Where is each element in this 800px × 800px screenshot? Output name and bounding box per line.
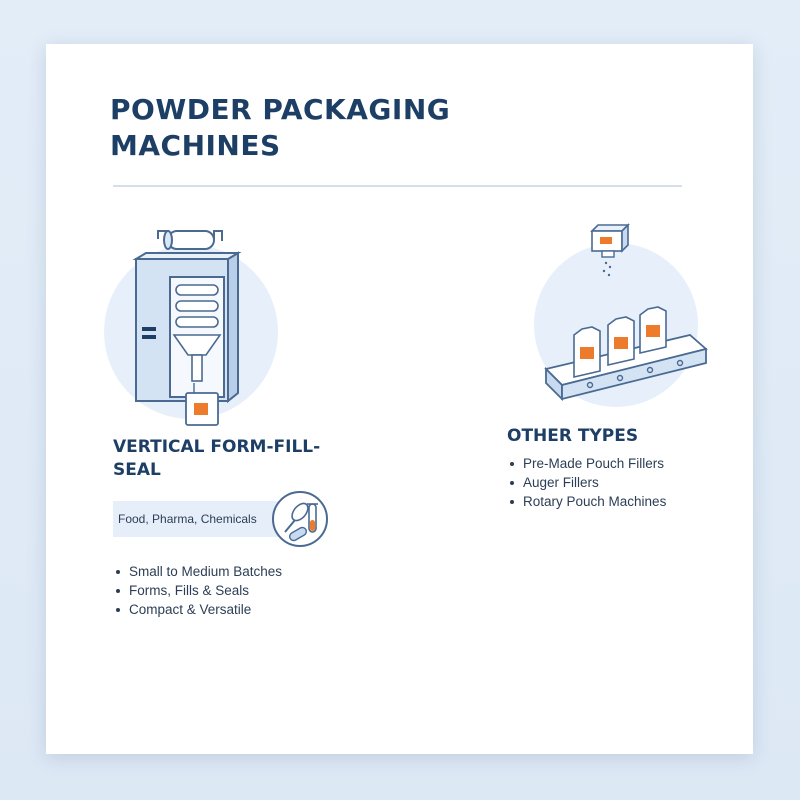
other-types-list: Pre-Made Pouch Fillers Auger Fillers Rot… bbox=[507, 454, 747, 511]
list-item: Auger Fillers bbox=[507, 473, 747, 492]
industry-tag-label: Food, Pharma, Chemicals bbox=[118, 512, 257, 526]
content-card: POWDER PACKAGING MACHINES bbox=[46, 44, 753, 754]
list-item: Pre-Made Pouch Fillers bbox=[507, 454, 747, 473]
title-divider bbox=[113, 185, 682, 187]
vffs-heading: VERTICAL FORM-FILL-SEAL bbox=[113, 437, 321, 480]
list-item: Compact & Versatile bbox=[113, 600, 373, 619]
vffs-machine-icon bbox=[104, 230, 278, 426]
list-item: Rotary Pouch Machines bbox=[507, 492, 747, 511]
vffs-feature-list: Small to Medium Batches Forms, Fills & S… bbox=[113, 562, 373, 619]
page-title: POWDER PACKAGING MACHINES bbox=[110, 93, 451, 162]
list-item: Forms, Fills & Seals bbox=[113, 581, 373, 600]
industry-tag: Food, Pharma, Chemicals bbox=[113, 490, 343, 548]
list-item: Small to Medium Batches bbox=[113, 562, 373, 581]
industry-tag-band bbox=[113, 501, 288, 537]
whisk-capsule-testtube-icon bbox=[272, 491, 328, 547]
pouch-conveyor-icon bbox=[534, 223, 708, 407]
other-types-heading: OTHER TYPES bbox=[507, 426, 639, 446]
